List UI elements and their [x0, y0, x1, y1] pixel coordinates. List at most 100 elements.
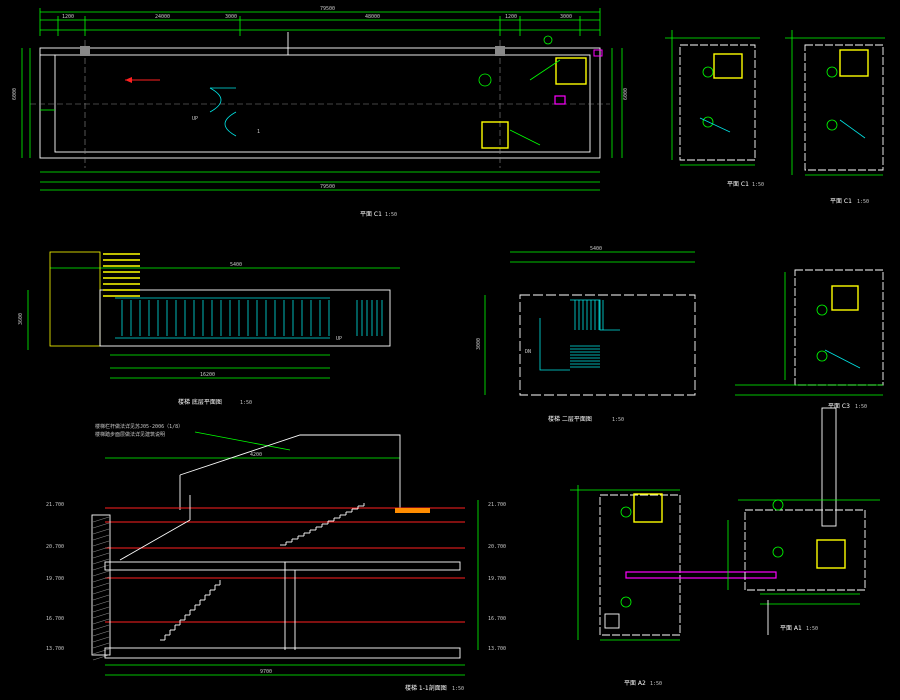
retaining-wall [91, 514, 111, 656]
leader [699, 117, 731, 133]
line-segment [92, 594, 110, 601]
label: 1 [257, 129, 260, 135]
dim-text: 24000 [155, 14, 170, 20]
section-marker [478, 73, 492, 87]
section-marker [620, 506, 632, 518]
stair-outline [519, 294, 696, 396]
detail-plan-a1: 平面 A1 1:50 [727, 407, 880, 635]
dim-text: 16200 [200, 372, 215, 378]
label: DN [525, 349, 531, 355]
section-marker [816, 304, 828, 316]
label: UP [336, 336, 342, 342]
section-steps [160, 503, 365, 641]
dim-text: 6000 [623, 88, 629, 100]
plan-title: 楼梯 二层平面图 [548, 415, 592, 423]
line-segment [92, 516, 110, 523]
dim-text: 5400 [230, 262, 242, 268]
line-segment [92, 606, 110, 613]
column-tall [821, 407, 837, 527]
line-segment [92, 582, 110, 589]
plan-scale: 1:50 [855, 404, 867, 410]
section-marker [702, 116, 714, 128]
stair-treads [570, 300, 604, 368]
section-marker [543, 35, 553, 45]
dim-text: 1200 [62, 14, 74, 20]
dim-text: 3000 [225, 14, 237, 20]
level-text: 19.700 [488, 576, 506, 582]
level-text: 13.700 [46, 646, 64, 652]
stair-well [816, 539, 846, 569]
line-segment [92, 552, 110, 559]
plan-title: 平面 C1 [830, 198, 852, 205]
equipment [554, 95, 566, 105]
dim-text: 48000 [365, 14, 380, 20]
marker [593, 49, 603, 57]
detail-outline [744, 509, 866, 591]
detail-outline [679, 44, 756, 161]
level-text: 21.700 [46, 502, 64, 508]
level-text: 19.700 [46, 576, 64, 582]
plan-scale: 1:50 [650, 681, 662, 687]
level-text: 20.700 [488, 544, 506, 550]
note: 楼梯栏杆做法详见苏J05-2006（1/8） [95, 423, 183, 430]
stair-landing [49, 251, 101, 347]
dim-text: 5400 [590, 246, 602, 252]
dim-text: 4200 [250, 452, 262, 458]
dim-text: 3000 [560, 14, 572, 20]
detail-plan-c3: 平面 C3 1:50 [735, 269, 884, 410]
line-segment [92, 636, 110, 643]
stair-well [633, 493, 663, 523]
slab [104, 561, 286, 571]
line-segment [92, 570, 110, 577]
floor-slab [104, 647, 461, 659]
level-text: 16.700 [488, 616, 506, 622]
line-segment [92, 540, 110, 547]
terrace-edge [395, 508, 430, 513]
line-segment [92, 612, 110, 619]
plan-title: 楼梯 底层平面图 [178, 398, 222, 406]
line-segment [92, 624, 110, 631]
dim-text: 9700 [260, 669, 272, 675]
main-plan: 79500 1200 24000 3000 48000 1200 3000 UP… [12, 6, 629, 218]
plan-title: 平面 C1 [727, 181, 749, 188]
building-inner [54, 54, 591, 153]
stair-outline [99, 289, 391, 347]
line-segment [92, 522, 110, 529]
dim-text: 79500 [320, 184, 335, 190]
leader [509, 129, 541, 146]
section-marker [826, 119, 838, 131]
detail-outline [804, 44, 884, 171]
line-segment [92, 648, 110, 655]
plan-title: 平面 A2 [624, 680, 646, 687]
stair-section: 楼梯栏杆做法详见苏J05-2006（1/8） 楼梯踏步面层做法详见建筑说明 42… [46, 423, 506, 692]
level-text: 13.700 [488, 646, 506, 652]
section-marker [772, 499, 784, 511]
detail-outline [794, 269, 884, 386]
line-segment [92, 534, 110, 541]
line-segment [92, 642, 110, 649]
arrow-head [125, 77, 132, 83]
stair-well [481, 121, 509, 149]
line-segment [92, 654, 110, 661]
stair-treads [103, 253, 383, 336]
plan-title: 平面 C1 [360, 211, 382, 218]
stair-well [713, 53, 743, 79]
stair-well [839, 49, 869, 77]
section-marker [772, 546, 784, 558]
stair-run [539, 299, 620, 371]
plan-scale: 1:50 [240, 400, 252, 406]
wall-hatch [92, 516, 110, 661]
dim-text: 6000 [12, 88, 18, 100]
label: UP [192, 116, 198, 122]
detail-plan-c1: 平面 C1 1:50 [665, 30, 764, 188]
column [604, 613, 620, 629]
level-text: 16.700 [46, 616, 64, 622]
leader [824, 349, 861, 369]
detail-plan-b1: 平面 C1 1:50 [785, 30, 885, 205]
plan-title: 平面 C3 [828, 403, 850, 410]
line-segment [92, 618, 110, 625]
plan-scale: 1:50 [857, 199, 869, 205]
plan-title: 楼梯 1-1剖面图 [405, 684, 447, 692]
line-segment [92, 558, 110, 565]
